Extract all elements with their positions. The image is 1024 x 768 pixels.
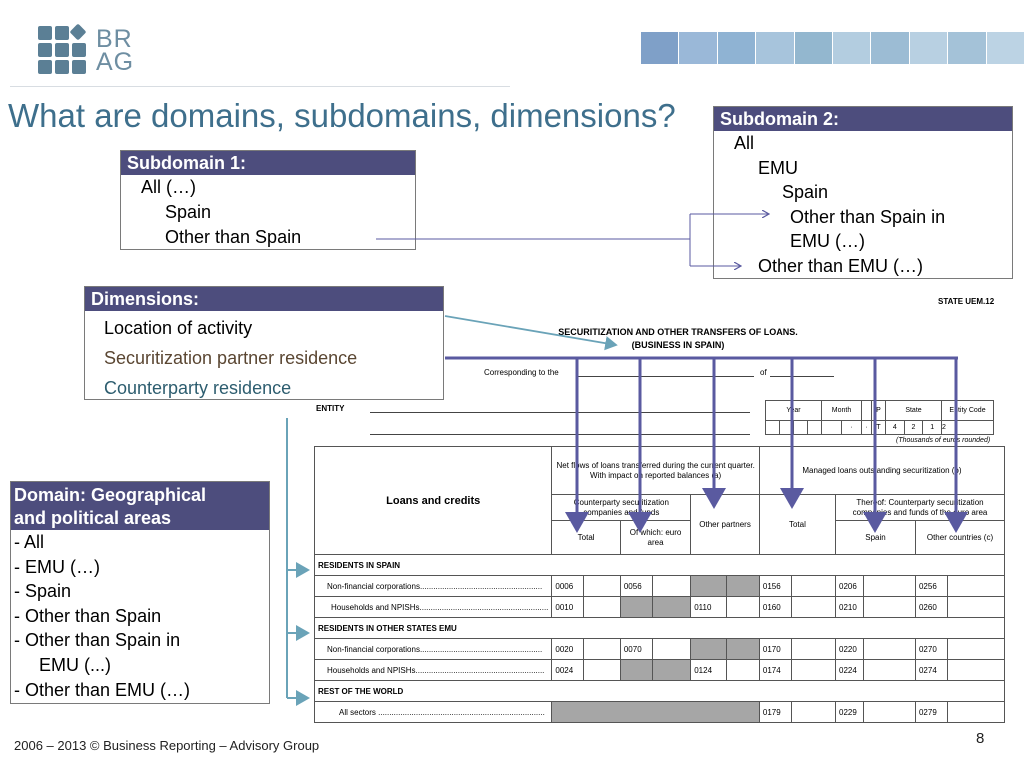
corresponding-line — [576, 376, 754, 377]
domain-heading: Domain: Geographical and political areas — [11, 482, 269, 530]
page-number: 8 — [976, 730, 985, 747]
subdomain2-item: EMU — [758, 157, 798, 178]
subdomain1-item: Spain — [165, 202, 212, 222]
state-code: STATE UEM.12 — [938, 297, 995, 306]
code-cell: 2 — [941, 420, 994, 435]
entity-label: ENTITY — [316, 404, 345, 413]
header-strip — [640, 32, 1024, 64]
domain-item: - Other than EMU (…) — [14, 679, 191, 700]
domain-item: - Other than Spain — [14, 605, 162, 626]
entity-line — [370, 412, 750, 413]
domain-item: - Other than Spain in — [14, 630, 181, 651]
domain-box: Domain: Geographical and political areas… — [10, 481, 270, 704]
subdomain2-item: EMU (…) — [790, 231, 865, 251]
subdomain1-item: Other than Spain — [165, 227, 302, 247]
corresponding-label: Corresponding to the — [484, 368, 559, 377]
units-note: (Thousands of euros rounded) — [896, 437, 991, 444]
entity-line — [370, 434, 750, 435]
logo-text: BR AG — [96, 25, 135, 76]
table-row: All sectors ............................… — [313, 701, 1006, 723]
footer-text: 2006 – 2013 © Business Reporting – Advis… — [14, 738, 320, 753]
dimension-connector — [444, 315, 618, 351]
domain-item: - Spain — [14, 581, 72, 602]
subdomain2-item: Other than Spain in — [790, 206, 946, 227]
domain-item: - EMU (…) — [14, 556, 100, 577]
form-title: SECURITIZATION AND OTHER TRANSFERS OF LO… — [558, 327, 798, 350]
securitization-form-table: Loans and credits Net flows of loans tra… — [313, 446, 1006, 723]
subdomain1-item: All (…) — [141, 177, 196, 197]
header-divider — [10, 86, 510, 87]
subdomain2-item: Other than EMU (…) — [758, 255, 924, 276]
subdomain2-item: Spain — [782, 182, 829, 202]
net-flows-header: Net flows of loans transferred during th… — [551, 446, 760, 495]
dimensions-heading: Dimensions: — [85, 287, 443, 311]
subdomain2-item: All — [734, 133, 755, 153]
subdomain2-heading: Subdomain 2: — [714, 107, 1012, 131]
row-label: All sectors ............................… — [313, 701, 553, 723]
dimension-item: Location of activity — [104, 318, 253, 338]
of-label: of — [760, 368, 767, 377]
table-row: Non-financial corporations..............… — [313, 638, 1006, 660]
of-which-subheader: Of which: euro area — [619, 520, 692, 555]
of-line — [770, 376, 834, 377]
thereof-header: Thereof: Counterparty securitization com… — [835, 494, 1005, 521]
subdomain2-box: Subdomain 2: All EMU Spain Other than Sp… — [713, 106, 1013, 279]
dimension-item: Securitization partner residence — [104, 348, 358, 368]
managed-loans-header: Managed loans outstanding securitization… — [758, 446, 1006, 495]
logo-mark — [38, 23, 90, 78]
dimension-item: Counterparty residence — [104, 378, 292, 398]
page-title: What are domains, subdomains, dimensions… — [8, 97, 676, 134]
period-grid: Year Month P State Entity Code · · T 4 2… — [765, 400, 994, 435]
domain-item: - All — [14, 532, 45, 552]
subdomain1-box: Subdomain 1: All (…) Spain Other than Sp… — [120, 150, 416, 250]
loans-credits-header: Loans and credits — [313, 446, 553, 555]
domain-item: EMU (...) — [39, 654, 111, 675]
dimensions-box: Dimensions: Location of activity Securit… — [84, 286, 444, 400]
table-row: Households and NPISHs...................… — [313, 596, 1006, 618]
subdomain1-heading: Subdomain 1: — [121, 151, 415, 175]
